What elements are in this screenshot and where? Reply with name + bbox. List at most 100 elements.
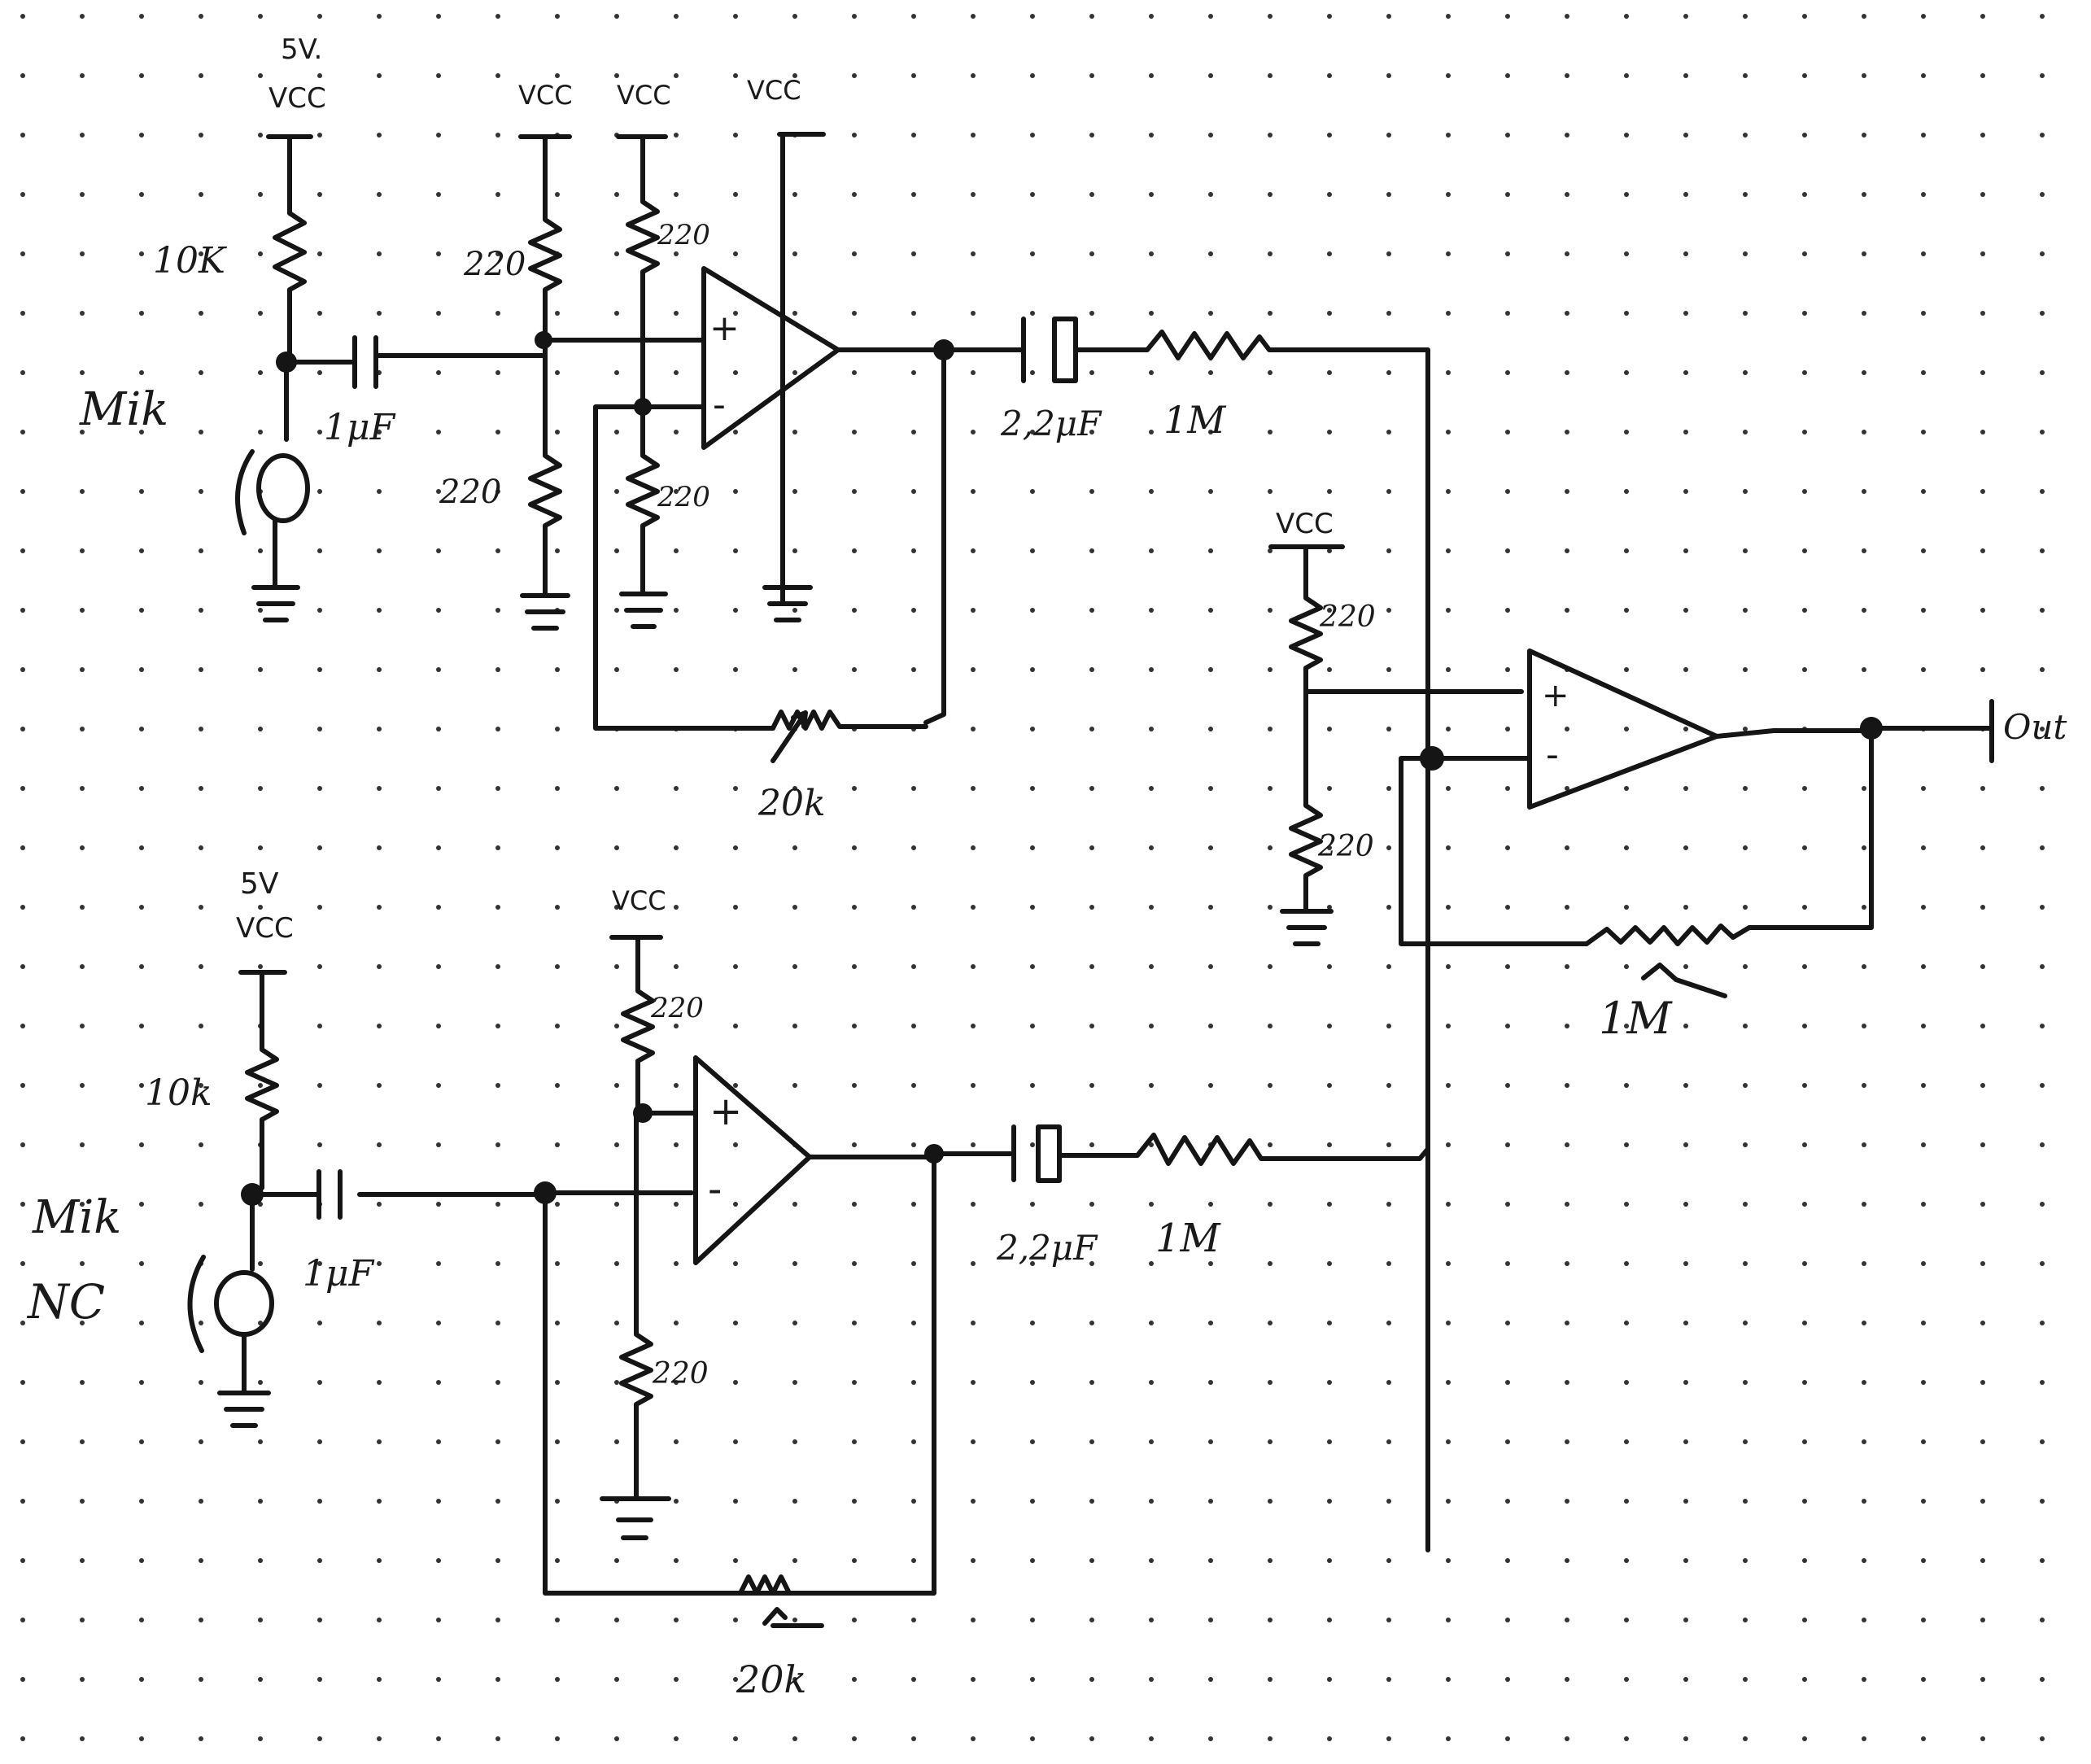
grid-dot [317,311,322,316]
grid-dot [1683,786,1688,791]
grid-dot [1327,14,1332,19]
grid-dot [674,133,679,138]
grid-dot [377,727,382,731]
grid-dot [139,786,144,791]
grid-dot [20,964,25,969]
grid-dot [1683,73,1688,78]
grid-dot [1446,608,1451,613]
grid-dot [674,251,679,256]
grid-dot [1386,1618,1391,1622]
grid-dot [20,1024,25,1028]
grid-dot [1208,727,1213,731]
grid-dot [1802,608,1807,613]
grid-dot [555,786,560,791]
grid-dot [792,905,797,910]
grid-dot [555,1618,560,1622]
grid-dot [317,1142,322,1147]
grid-dot [1862,1439,1866,1444]
grid-dot [555,905,560,910]
grid-dot [317,370,322,375]
grid-dot [1743,1677,1748,1682]
grid-dot [1980,370,1985,375]
grid-dot [1862,1083,1866,1088]
grid-dot [436,1024,441,1028]
grid-dot [1921,667,1926,672]
grid-dot [674,1321,679,1325]
grid-dot [139,489,144,494]
grid-dot [792,489,797,494]
grid-dot [852,845,857,850]
grid-dot [1089,1083,1094,1088]
grid-dot [1149,1083,1154,1088]
grid-dot [80,14,85,19]
top-opamp [701,266,840,450]
grid-dot [1624,14,1629,19]
grid-dot [139,1321,144,1325]
grid-dot [377,1083,382,1088]
grid-dot [1624,1618,1629,1622]
grid-dot [1089,964,1094,969]
top-opamp-plus: + [709,308,740,349]
grid-dot [20,1558,25,1563]
grid-dot [80,1261,85,1266]
grid-dot [139,1202,144,1207]
grid-dot [1921,73,1926,78]
grid-dot [1208,1321,1213,1325]
grid-dot [1208,1380,1213,1385]
bottom-output-cap-label: 2,2μF [996,1228,1098,1268]
grid-dot [80,786,85,791]
grid-dot [1208,608,1213,613]
grid-dot [1446,964,1451,969]
grid-dot [139,14,144,19]
grid-dot [80,192,85,197]
grid-dot [1565,1736,1569,1741]
bottom-plus-top-label: 220 [650,992,704,1024]
grid-dot [911,1618,916,1622]
grid-dot [1565,1083,1569,1088]
grid-dot [139,430,144,434]
grid-dot [555,1380,560,1385]
grid-dot [1565,1202,1569,1207]
grid-dot [555,1083,560,1088]
grid-dot [1743,1499,1748,1504]
grid-dot [317,1439,322,1444]
grid-dot [911,905,916,910]
grid-dot [1743,786,1748,791]
grid-dot [1089,1499,1094,1504]
grid-dot [971,430,976,434]
grid-dot [2040,786,2045,791]
grid-dot [80,251,85,256]
grid-dot [80,430,85,434]
grid-dot [852,1202,857,1207]
grid-dot [1149,727,1154,731]
grid-dot [20,1142,25,1147]
grid-dot [1565,1677,1569,1682]
grid-dot [1089,192,1094,197]
grid-dot [1565,133,1569,138]
bottom-plus-bottom-resistor [619,1111,698,1501]
grid-dot [852,786,857,791]
grid-dot [1980,73,1985,78]
grid-dot [1862,1736,1866,1741]
grid-dot [1743,251,1748,256]
grid-dot [199,133,203,138]
grid-dot [792,1202,797,1207]
bottom-output-res-label: 1M [1155,1216,1222,1261]
grid-dot [199,1321,203,1325]
grid-dot [1565,370,1569,375]
grid-dot [1268,14,1272,19]
grid-dot [792,311,797,316]
grid-dot [1862,1380,1866,1385]
grid-dot [1149,430,1154,434]
grid-dot [792,1024,797,1028]
grid-dot [317,1736,322,1741]
grid-dot [852,548,857,553]
grid-dot [1149,73,1154,78]
grid-dot [1624,608,1629,613]
grid-dot [436,73,441,78]
grid-dot [20,1202,25,1207]
grid-dot [1921,608,1926,613]
grid-dot [1149,1380,1154,1385]
grid-dot [1980,251,1985,256]
grid-dot [1505,1677,1510,1682]
